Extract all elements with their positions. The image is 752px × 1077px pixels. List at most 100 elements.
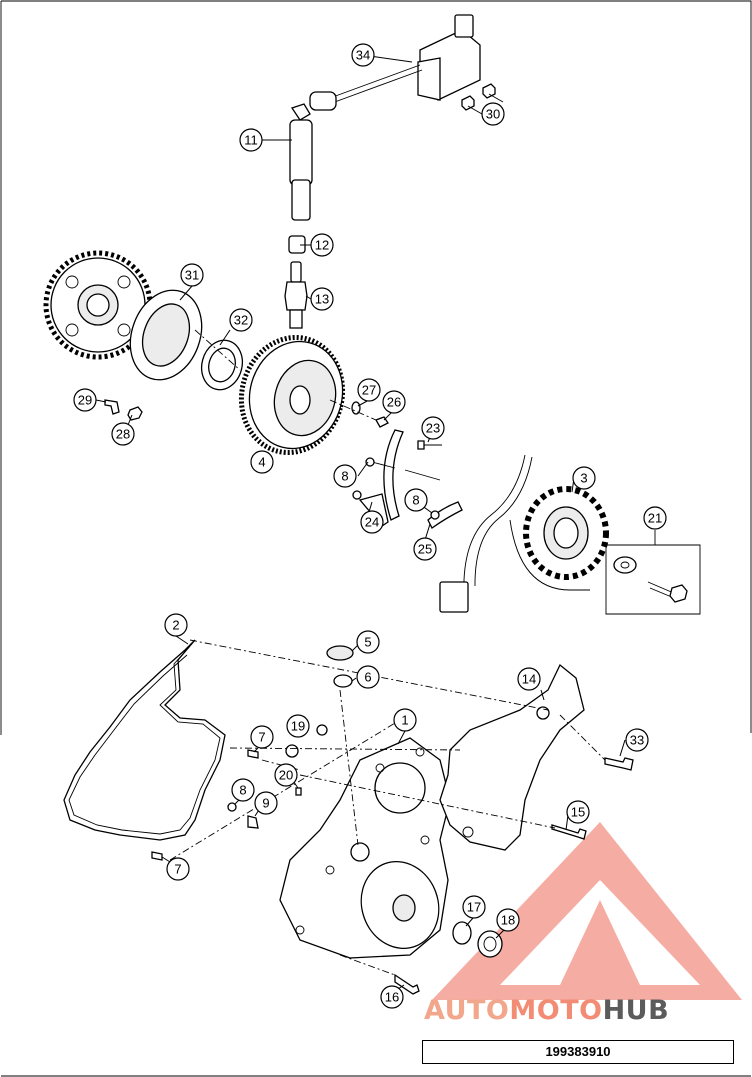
svg-text:2: 2 (172, 618, 179, 633)
callout-12: 12 (310, 233, 334, 257)
watermark-text-hub: HUB (602, 995, 670, 1026)
callout-11: 11 (239, 128, 263, 152)
callout-20: 20 (274, 763, 298, 787)
svg-text:4: 4 (258, 455, 265, 470)
callout-5: 5 (356, 630, 380, 654)
assembly-line (329, 399, 377, 421)
dowel-19b (285, 744, 299, 758)
watermark-triangle (432, 822, 742, 1000)
watermark-text-auto: AUTO (424, 995, 510, 1026)
callout-13: 13 (310, 287, 334, 311)
coil-bolts (461, 83, 504, 115)
svg-text:15: 15 (571, 805, 585, 820)
callout-23: 23 (421, 416, 445, 440)
callout-26: 26 (382, 390, 406, 414)
callout-7-a: 7 (250, 725, 274, 749)
bracket-9 (247, 815, 259, 829)
spark-plug (284, 261, 308, 329)
svg-text:1: 1 (401, 713, 408, 728)
svg-text:24: 24 (365, 515, 379, 530)
svg-text:7: 7 (174, 862, 181, 877)
o-ring-17 (452, 921, 472, 945)
cover-gasket (63, 639, 226, 841)
callout-8-a: 8 (333, 464, 357, 488)
callout-7-b: 7 (166, 857, 190, 881)
document-number: 199383910 (422, 1040, 734, 1064)
stator (439, 454, 609, 613)
callout-31: 31 (180, 263, 204, 287)
svg-text:31: 31 (185, 268, 199, 283)
ignition-cover (279, 737, 451, 959)
svg-text:26: 26 (387, 395, 401, 410)
callout-21: 21 (643, 506, 667, 530)
ignition-coil (329, 14, 481, 104)
nut-8 (227, 802, 237, 812)
pin-20 (295, 787, 302, 796)
callout-4: 4 (250, 450, 274, 474)
assembly-line (339, 689, 359, 846)
flywheel-rotor (238, 335, 346, 455)
svg-text:5: 5 (364, 635, 371, 650)
svg-text:25: 25 (418, 542, 432, 557)
callout-24: 24 (360, 510, 384, 534)
watermark-text-moto: MOTO (509, 995, 603, 1026)
callout-8-b: 8 (404, 488, 428, 512)
svg-text:32: 32 (234, 313, 248, 328)
callout-19: 19 (286, 714, 310, 738)
callout-32: 32 (229, 308, 253, 332)
callout-28: 28 (111, 422, 135, 446)
svg-text:12: 12 (315, 238, 329, 253)
callout-2: 2 (164, 613, 188, 637)
stator-screw-kit-box (605, 530, 701, 615)
callout-30: 30 (481, 102, 505, 126)
cover-plug (326, 645, 354, 661)
assembly-line (299, 774, 556, 829)
svg-text:7: 7 (258, 730, 265, 745)
callout-34: 34 (351, 43, 375, 67)
o-ring-6 (333, 674, 353, 688)
bracket-29 (104, 399, 120, 415)
callout-29: 29 (73, 388, 97, 412)
callout-1: 1 (393, 708, 417, 732)
callout-15: 15 (566, 800, 590, 824)
spark-plug-cap (289, 91, 337, 221)
svg-text:30: 30 (486, 107, 500, 122)
svg-text:8: 8 (239, 783, 246, 798)
freewheel-plate (129, 289, 203, 381)
svg-text:19: 19 (291, 719, 305, 734)
bolt-15 (551, 824, 587, 840)
assembly-line (229, 747, 461, 751)
bolt-7-bottom (151, 851, 163, 861)
svg-text:3: 3 (580, 471, 587, 486)
svg-text:27: 27 (362, 383, 376, 398)
callout-9: 9 (254, 791, 278, 815)
callout-6: 6 (356, 665, 380, 689)
svg-text:14: 14 (522, 672, 536, 687)
callout-3: 3 (572, 466, 596, 490)
svg-text:16: 16 (385, 990, 399, 1005)
callout-27: 27 (357, 378, 381, 402)
dowel-19a (316, 724, 328, 736)
svg-text:8: 8 (412, 493, 419, 508)
svg-text:11: 11 (244, 133, 258, 148)
bolt-7-top (247, 749, 259, 759)
svg-text:9: 9 (262, 796, 269, 811)
assembly-line (559, 714, 606, 761)
svg-text:8: 8 (341, 469, 348, 484)
callout-8-c: 8 (231, 778, 255, 802)
svg-text:6: 6 (364, 670, 371, 685)
callout-17: 17 (462, 895, 486, 919)
svg-text:20: 20 (279, 768, 293, 783)
callout-16: 16 (380, 985, 404, 1009)
svg-text:21: 21 (648, 511, 662, 526)
svg-text:34: 34 (356, 48, 370, 63)
svg-text:28: 28 (116, 427, 130, 442)
assembly-line (194, 329, 241, 371)
bolt-33 (604, 757, 634, 771)
svg-text:13: 13 (315, 292, 329, 307)
bolt-16 (394, 973, 420, 995)
svg-text:29: 29 (78, 393, 92, 408)
freewheel-bearing (200, 339, 244, 391)
